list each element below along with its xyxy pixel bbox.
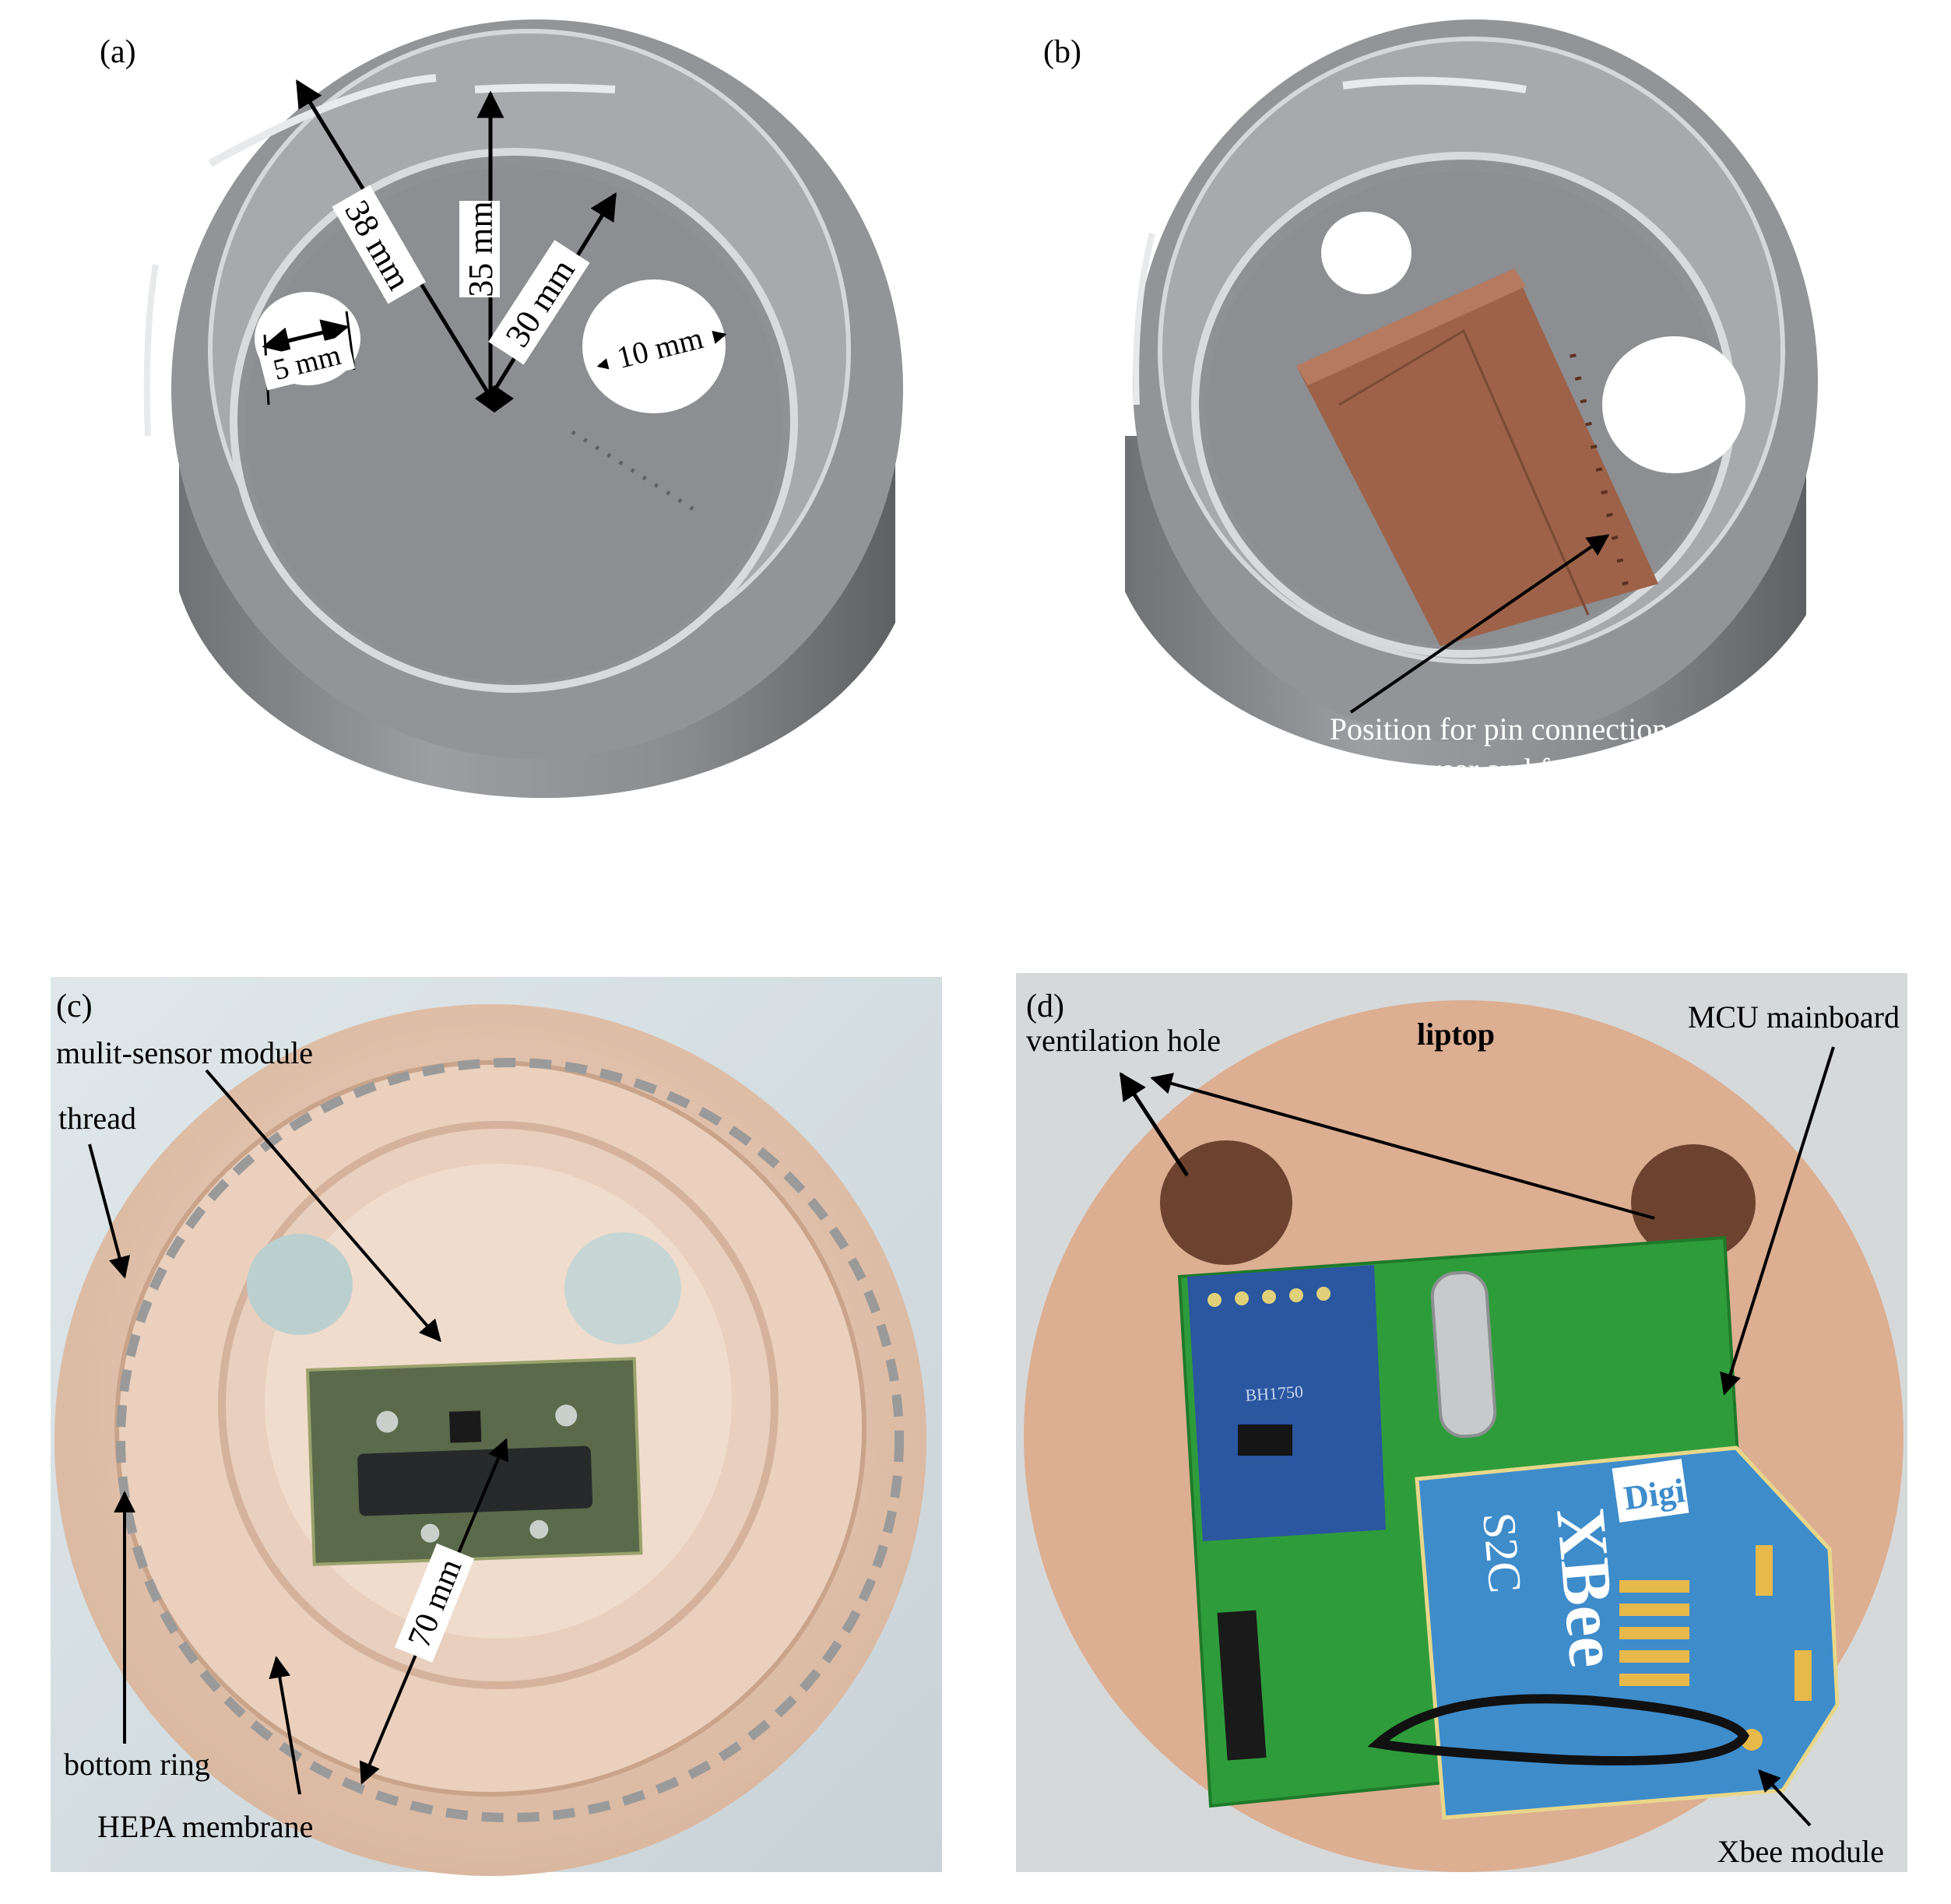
bottom-ring-label: bottom ring	[64, 1747, 210, 1782]
panel-c: 70 mm (c) mulit-sensor module thread bot…	[51, 977, 942, 1876]
antenna-wire-d	[1367, 1694, 1749, 1765]
hepa-membrane-label: HEPA membrane	[97, 1809, 313, 1844]
panel-c-label: (c)	[56, 989, 93, 1024]
panel-b: Position for pin connection between rear…	[1043, 19, 1818, 787]
panel-d: BH1750 XBee S2C Digi (d)	[1016, 973, 1907, 1872]
panel-a: 38 mm 35 mm 30 mm 10 mm 5 mm (a)	[100, 19, 903, 799]
xbee-model-label: S2C	[1473, 1510, 1531, 1595]
panel-d-label: (d)	[1026, 989, 1064, 1024]
vent-hole-right-d	[1631, 1144, 1756, 1261]
hepa-outline-c	[116, 1058, 904, 1822]
pin-connection-note-line1: Position for pin connection	[1330, 711, 1668, 746]
ventilation-hole-label: ventilation hole	[1026, 1023, 1221, 1058]
pin-connection-note-line2: between rear and front PCBs	[1319, 752, 1679, 787]
mcu-mainboard-label: MCU mainboard	[1688, 999, 1900, 1035]
digi-logo-label: Digi	[1622, 1471, 1687, 1517]
panel-b-label: (b)	[1043, 34, 1081, 70]
multi-sensor-label: mulit-sensor module	[56, 1035, 313, 1070]
panel-a-label: (a)	[100, 34, 136, 70]
hole-small-b	[1321, 212, 1411, 294]
liptop-label: liptop	[1417, 1017, 1495, 1052]
xbee-module-label: Xbee module	[1717, 1834, 1884, 1869]
hole-large-b	[1602, 336, 1745, 473]
hole-right-c	[564, 1232, 681, 1344]
vent-hole-left-d	[1160, 1140, 1292, 1265]
dim-35mm-label: 35 mm	[462, 201, 500, 297]
inner-floor-a	[245, 167, 782, 681]
sensor-board-c	[305, 1357, 643, 1566]
light-sensor-board-d: BH1750	[1187, 1265, 1386, 1541]
pcb-block-b	[1296, 269, 1658, 646]
hole-left-c	[247, 1234, 353, 1335]
bh1750-chip-label: BH1750	[1245, 1382, 1304, 1405]
center-point-a	[475, 385, 514, 413]
thread-label: thread	[58, 1101, 136, 1136]
xbee-brand-label: XBee	[1541, 1505, 1632, 1670]
